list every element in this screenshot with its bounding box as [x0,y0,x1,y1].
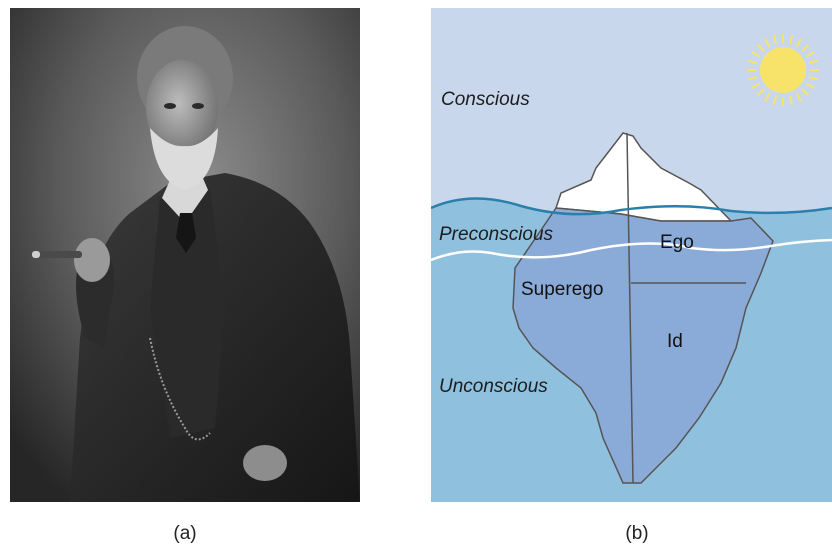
sun-ray [789,95,794,106]
caption-b: (b) [625,523,649,544]
sun-ray [795,38,802,48]
caption-a: (a) [173,523,197,544]
sun-ray [756,43,765,52]
iceberg-diagram: Conscious Preconscious Unconscious Ego S… [431,8,832,502]
sun-ray [789,34,794,45]
sun-icon [747,34,819,106]
unconscious-label: Unconscious [439,376,548,397]
sun-ray [805,51,815,58]
sun-ray [808,76,819,81]
sun-ray [751,82,761,89]
sun-ray [808,59,819,64]
sun-ray [764,38,771,48]
portrait-photo [10,8,360,502]
sun-ray [756,88,765,97]
sun-ray [751,51,761,58]
preconscious-label: Preconscious [439,224,554,245]
sun-ray [805,82,815,89]
sun-ray [772,95,777,106]
ego-label: Ego [660,232,694,253]
sun-ray [795,92,802,102]
iceberg-diagram-svg: Conscious Preconscious Unconscious Ego S… [431,8,832,502]
sun-disc [760,47,806,93]
portrait-photo-image [10,8,360,502]
waterline [431,197,832,216]
sun-ray [801,43,810,52]
sun-ray [764,92,771,102]
vertical-divider-line [626,132,634,484]
iceberg-submerged [512,207,774,484]
preconscious-boundary-line [431,238,832,262]
conscious-label: Conscious [441,89,530,110]
sun-ray [801,88,810,97]
sun-ray [747,59,758,64]
superego-label: Superego [521,279,603,300]
sun-ray [772,34,777,45]
sun-ray [747,76,758,81]
id-label: Id [667,331,683,352]
